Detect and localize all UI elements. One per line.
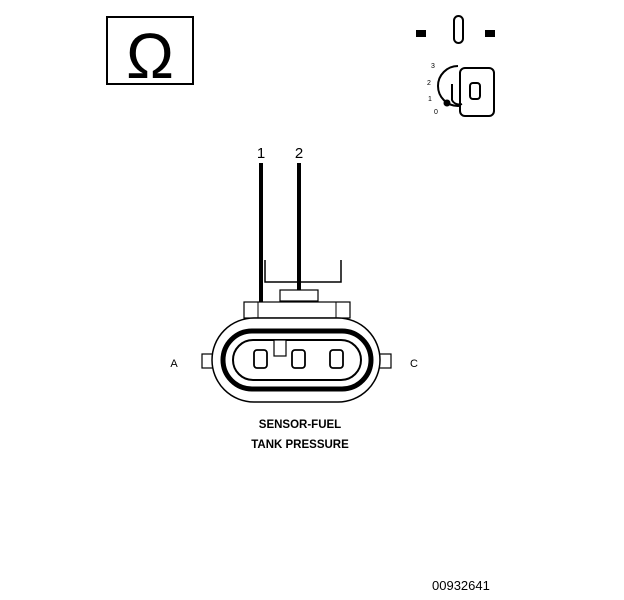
key-head <box>459 67 495 117</box>
key-position-0: 0 <box>434 109 438 116</box>
ohm-meter-icon: Ω <box>106 16 194 92</box>
ignition-key-off-icon: 3 2 1 0 <box>416 15 495 117</box>
connector-name-line2: TANK PRESSURE <box>251 439 349 451</box>
ohm-symbol: Ω <box>126 20 174 92</box>
key-position-2: 2 <box>427 80 431 87</box>
side-label-a: A <box>170 358 178 370</box>
key-position-1: 1 <box>428 96 432 103</box>
terminal-c <box>329 349 344 369</box>
key-slot <box>453 15 464 44</box>
terminal-b <box>291 349 306 369</box>
side-label-c: C <box>410 358 418 370</box>
key-marker-left <box>416 30 426 37</box>
figure-id: 00932641 <box>432 578 490 593</box>
connector-rear-housing <box>264 260 342 283</box>
key-position-3: 3 <box>431 63 435 70</box>
connector: A C SENSOR-FUEL TANK PRESSURE <box>170 260 418 451</box>
terminal-a <box>253 349 268 369</box>
connector-keyway <box>273 339 287 357</box>
connector-seal <box>220 328 374 392</box>
key-position-dot <box>443 99 451 107</box>
connector-name-line1: SENSOR-FUEL <box>259 419 341 431</box>
pin-label-2: 2 <box>295 145 303 162</box>
key-marker-right <box>485 30 495 37</box>
pin-label-1: 1 <box>257 145 265 162</box>
